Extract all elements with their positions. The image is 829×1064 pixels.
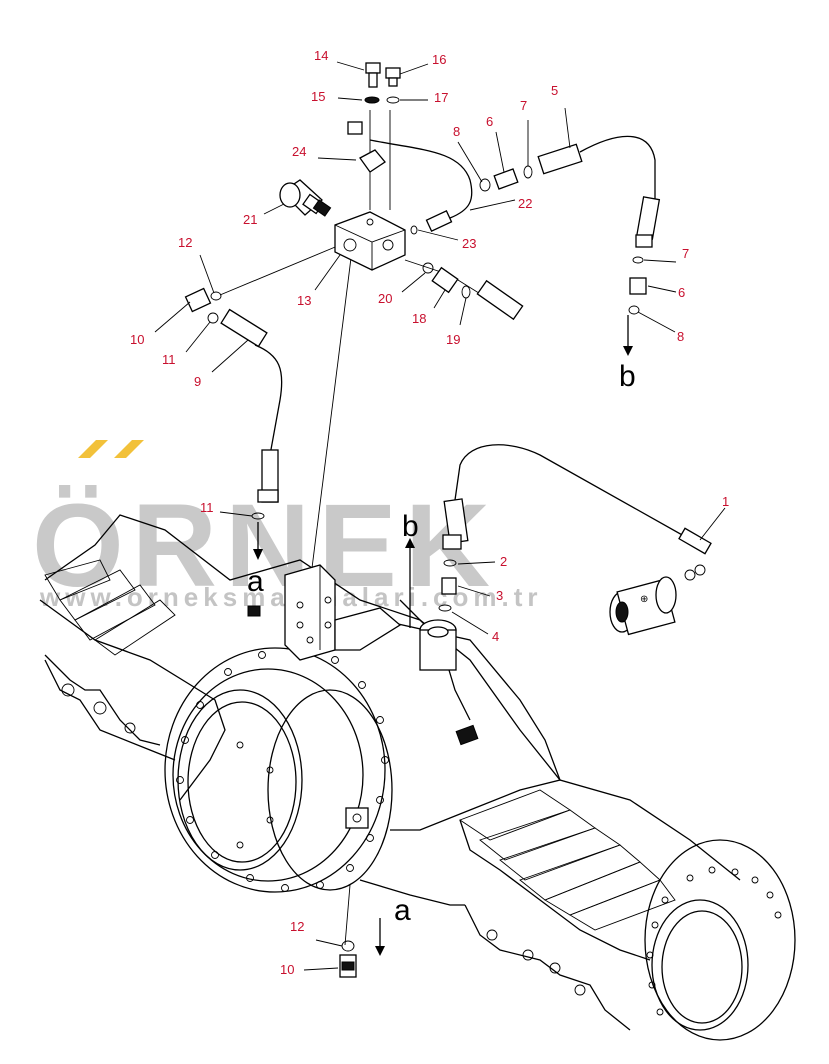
callout-7-right: 7 [682,246,689,261]
callout-20: 20 [378,291,392,306]
callout-24: 24 [292,144,306,159]
callout-22: 22 [518,196,532,211]
connector-letters: b a b a [247,360,636,927]
callout-15: 15 [311,89,325,104]
flange-bolt-holes [176,646,389,892]
leader-lines [154,61,726,971]
callout-14: 14 [314,48,328,63]
callout-12-top: 12 [178,235,192,250]
callout-18: 18 [412,311,426,326]
callout-12-bottom: 12 [290,919,304,934]
accumulator-21 [279,179,332,217]
callout-19: 19 [446,332,460,347]
callout-1: 1 [722,494,729,509]
callout-10-bottom: 10 [280,962,294,977]
connector-arrows [253,315,633,956]
callout-16: 16 [432,52,446,67]
callout-6-right: 6 [678,285,685,300]
callout-8-top: 8 [453,124,460,139]
callout-11-bottom: 11 [200,500,214,515]
callout-5: 5 [551,83,558,98]
callout-numbers: 14 15 16 17 5 7 6 8 24 21 22 23 12 7 6 1… [130,48,729,977]
callout-2: 2 [500,554,507,569]
callout-9: 9 [194,374,201,389]
connector-label-a-bottom: a [394,894,411,927]
hose-lines [219,110,701,946]
connector-label-b-right: b [402,510,419,543]
manifold-block-13 [334,211,406,271]
axle-housing [39,514,796,1041]
callout-6-top: 6 [486,114,493,129]
callout-10-top: 10 [130,332,144,347]
callout-4: 4 [492,629,499,644]
callout-8-right: 8 [677,329,684,344]
callout-23: 23 [462,236,476,251]
callout-17: 17 [434,90,448,105]
svg-text:⊕: ⊕ [640,594,648,605]
connector-label-a-top: a [247,565,264,598]
callout-11-top: 11 [162,352,176,367]
callout-13: 13 [297,293,311,308]
fittings [184,62,712,978]
callout-3: 3 [496,588,503,603]
speed-sensor-1: ⊕ [609,564,706,636]
right-end-bolt-holes [646,866,782,1016]
callout-21: 21 [243,212,257,227]
callout-7-top: 7 [520,98,527,113]
connector-label-b-top: b [619,360,636,393]
